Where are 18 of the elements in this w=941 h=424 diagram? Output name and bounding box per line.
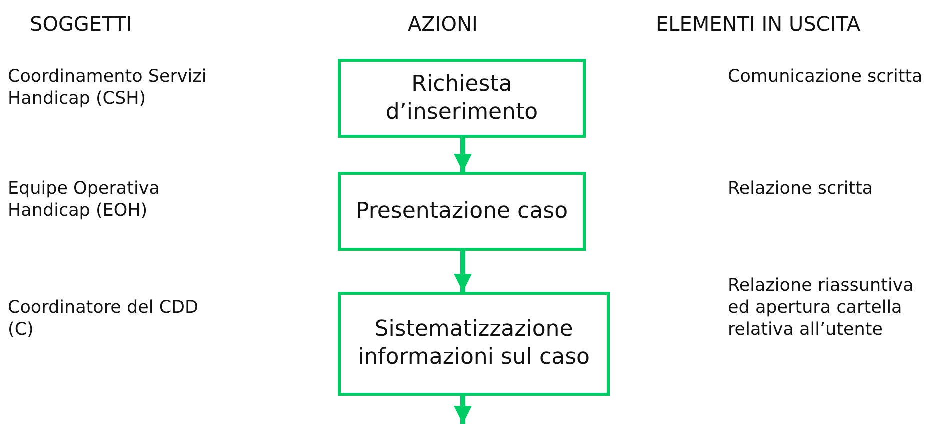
arrow xyxy=(454,251,472,292)
column-heading: AZIONI xyxy=(408,12,478,36)
action-box xyxy=(338,172,586,251)
action-box xyxy=(338,59,586,138)
arrow xyxy=(454,396,472,424)
column-heading: SOGGETTI xyxy=(30,12,132,36)
output-text: Relazione riassuntiva ed apertura cartella relativa all’utente xyxy=(728,275,915,341)
arrow xyxy=(454,138,472,172)
action-box xyxy=(338,292,610,396)
subject-text: Equipe Operativa Handicap (EOH) xyxy=(8,178,161,222)
subject-text: Coordinamento Servizi Handicap (CSH) xyxy=(8,66,208,110)
output-text: Relazione scritta xyxy=(728,178,874,200)
output-text: Comunicazione scritta xyxy=(728,66,924,88)
column-heading: ELEMENTI IN USCITA xyxy=(656,12,861,36)
subject-text: Coordinatore del CDD (C) xyxy=(8,297,200,341)
action-text: Richiesta d’inserimento xyxy=(384,70,540,126)
action-text: Sistematizzazione informazioni sul caso xyxy=(356,316,591,372)
action-text: Presentazione caso xyxy=(356,198,568,226)
